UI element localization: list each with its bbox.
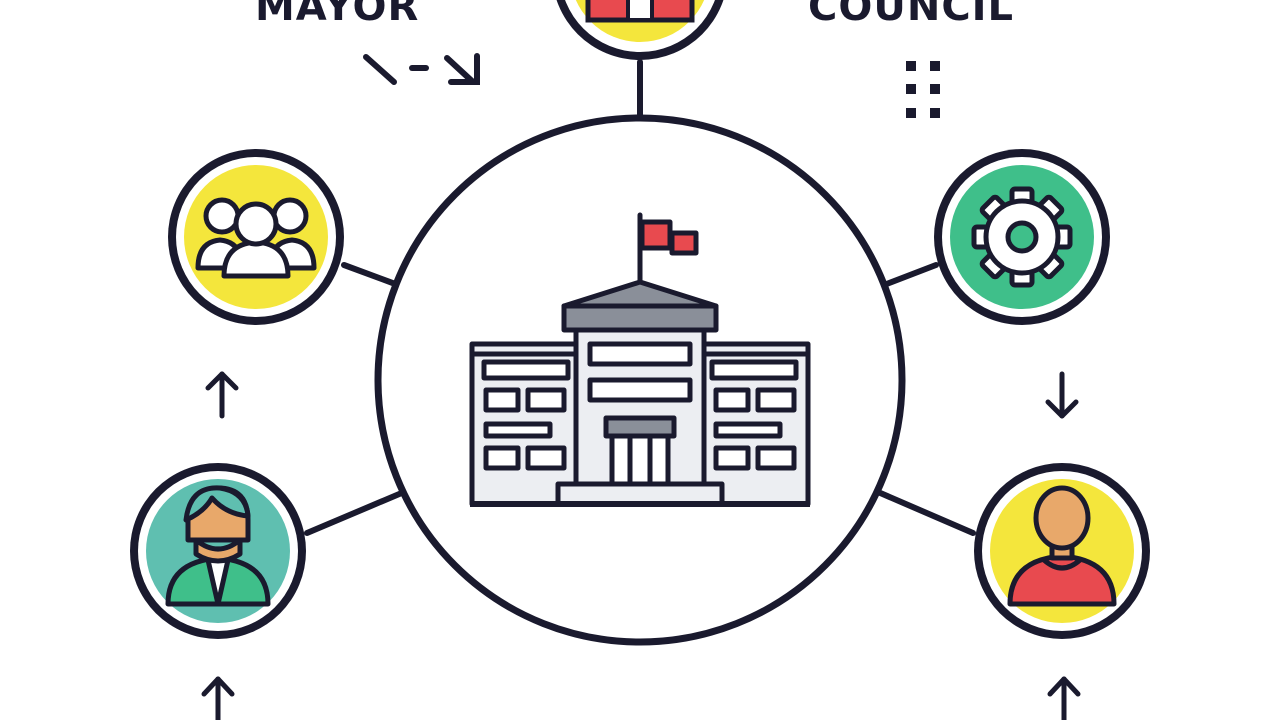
connector-upper-right	[881, 262, 939, 288]
down-arrow-icon	[1045, 371, 1079, 419]
mayor-label: MAYOR	[255, 0, 419, 30]
up-arrow-icon	[205, 371, 239, 419]
up-arrow-icon	[1047, 676, 1081, 720]
lower-left-node	[130, 463, 306, 639]
upper-left-node	[168, 149, 344, 325]
up-arrow-icon	[201, 676, 235, 720]
connector-lower-left	[304, 489, 407, 536]
city-hall-icon	[469, 212, 811, 507]
connector-lines	[304, 59, 976, 536]
council-label: COUNCIL	[808, 0, 1014, 30]
grid-dots-icon	[906, 61, 940, 118]
top-node	[556, 0, 724, 60]
connector-lower-right	[875, 489, 976, 536]
lower-right-node	[974, 463, 1150, 639]
citizen-man-icon	[1007, 485, 1117, 607]
connector-upper-left	[341, 262, 401, 288]
upper-right-node	[934, 149, 1110, 325]
dash-arrow-icon	[363, 53, 480, 85]
government-building-icon	[585, 0, 695, 23]
center-node	[374, 114, 906, 646]
gear-icon	[971, 186, 1073, 288]
people-group-icon	[195, 197, 317, 279]
citizen-woman-icon	[165, 485, 271, 607]
